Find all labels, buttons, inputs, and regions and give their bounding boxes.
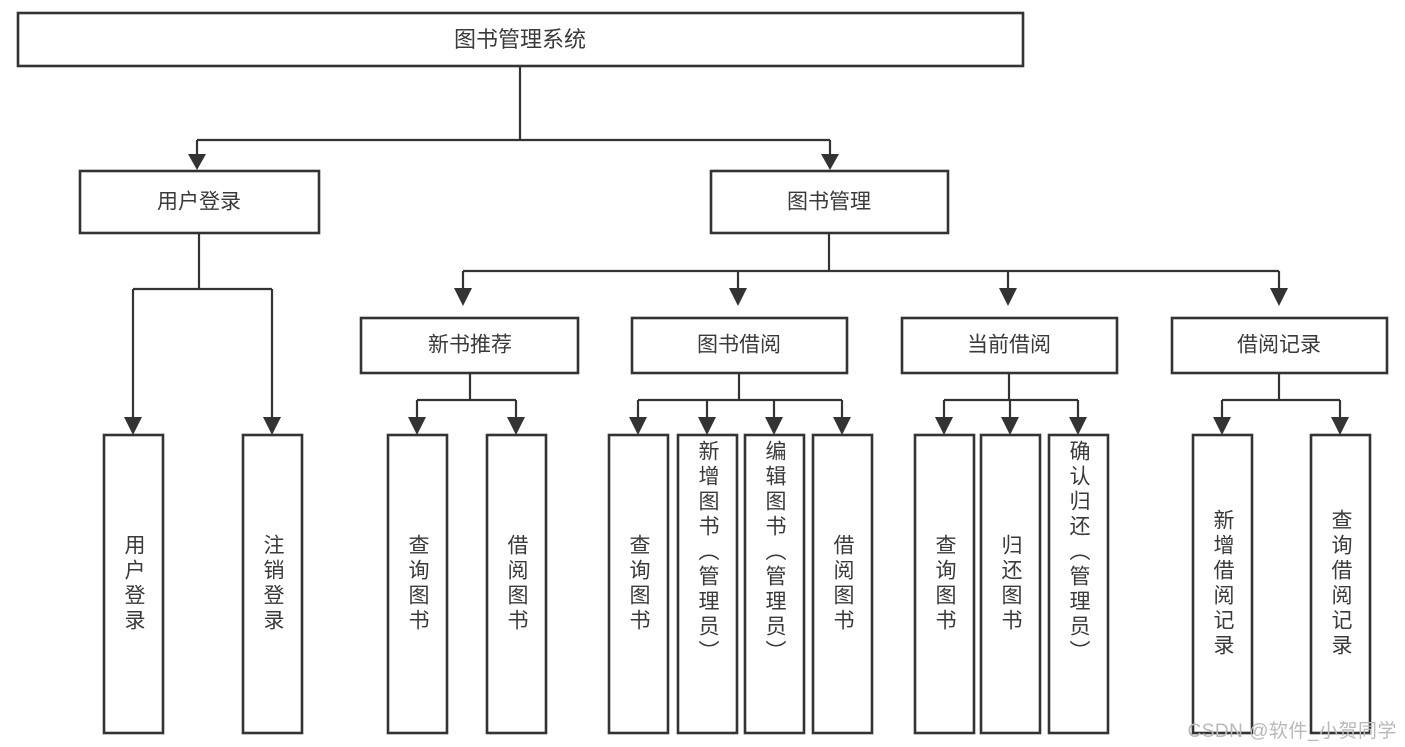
node-book-borrow-label: 图书借阅 (697, 334, 781, 357)
connector-book-borrow-to-leaves (629, 373, 851, 435)
node-leaf-borrow-book-1[interactable] (485, 433, 548, 735)
node-leaf-add-book[interactable] (676, 433, 739, 735)
node-leaf-return-book[interactable] (979, 433, 1042, 735)
node-root-label: 图书管理系统 (454, 27, 586, 52)
node-book-borrow[interactable]: 图书借阅 (630, 316, 849, 375)
node-new-book-recommend-label: 新书推荐 (428, 334, 512, 357)
node-leaf-confirm-return[interactable] (1047, 433, 1110, 735)
node-borrow-record[interactable]: 借阅记录 (1170, 316, 1389, 375)
node-leaf-query-book-3[interactable] (913, 433, 976, 735)
node-root[interactable]: 图书管理系统 (16, 11, 1025, 68)
node-user-login-label: 用户登录 (157, 191, 241, 214)
connector-root-to-level2 (188, 66, 839, 170)
node-new-book-recommend[interactable]: 新书推荐 (359, 316, 580, 375)
node-current-borrow[interactable]: 当前借阅 (900, 316, 1119, 375)
node-book-manage[interactable]: 图书管理 (709, 169, 950, 235)
connector-borrow-record-to-leaves (1213, 373, 1349, 435)
connector-current-borrow-to-leaves (935, 373, 1087, 435)
node-leaf-query-book-2[interactable] (607, 433, 670, 735)
connector-user-login-to-leaves (124, 233, 281, 435)
node-borrow-record-label: 借阅记录 (1237, 334, 1321, 357)
node-leaf-query-record[interactable] (1309, 433, 1372, 735)
node-leaf-query-book-1[interactable] (386, 433, 449, 735)
node-user-login[interactable]: 用户登录 (78, 169, 321, 235)
node-leaf-add-record[interactable] (1191, 433, 1254, 735)
node-leaf-logout[interactable] (241, 433, 304, 735)
node-leaf-user-login[interactable] (102, 433, 165, 735)
node-leaf-edit-book[interactable] (743, 433, 806, 735)
node-current-borrow-label: 当前借阅 (967, 334, 1051, 357)
watermark-text: CSDN @软件_小贺同学 (1187, 721, 1397, 742)
node-book-manage-label: 图书管理 (787, 191, 871, 214)
connector-new-book-to-leaves (408, 373, 525, 435)
connector-book-manage-to-level3 (454, 233, 1288, 306)
node-leaf-borrow-book-2[interactable] (811, 433, 874, 735)
